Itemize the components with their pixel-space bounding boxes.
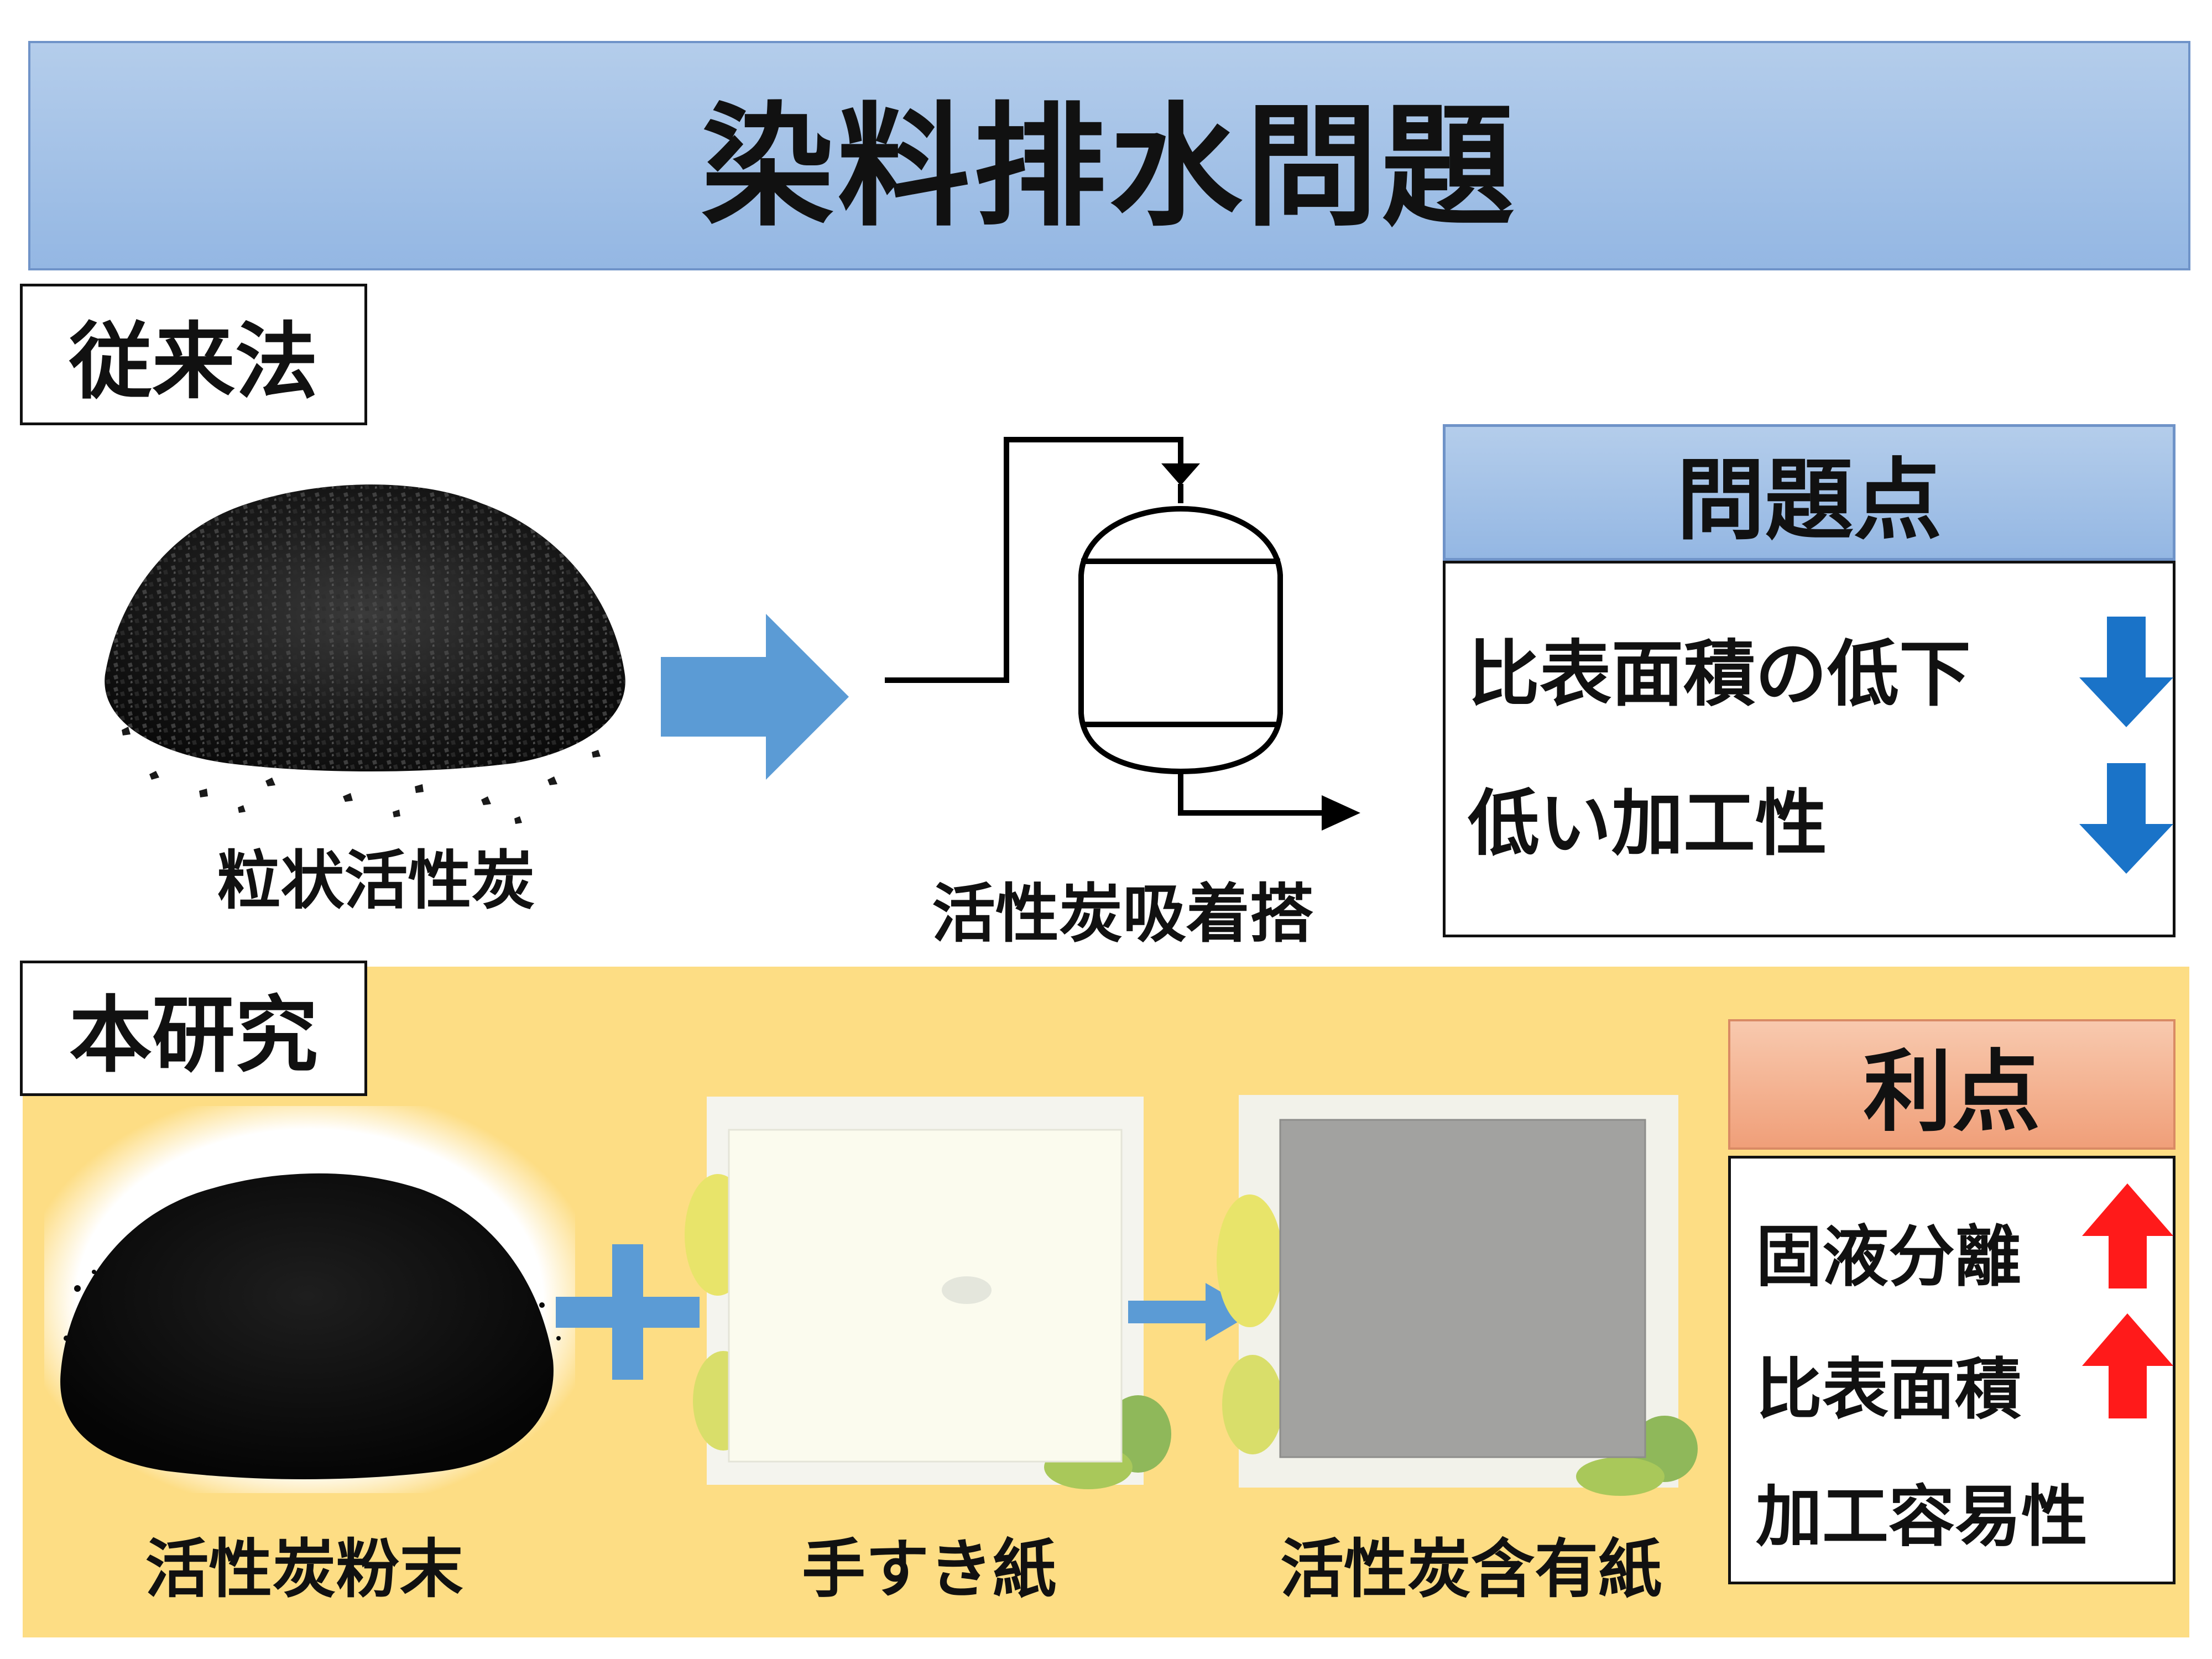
problems-panel: 比表面積の低下 低い加工性 (1443, 561, 2176, 937)
advantage-item-processability: 加工容易性 (1756, 1479, 2088, 1556)
conventional-label: 従来法 (20, 284, 367, 425)
study-label: 本研究 (20, 961, 367, 1096)
down-arrow-icon (2079, 617, 2173, 727)
down-arrow-icon (2079, 763, 2173, 874)
adsorption-tower-caption: 活性炭吸着搭 (931, 877, 1313, 951)
carbon-powder-caption: 活性炭粉末 (145, 1532, 463, 1606)
up-arrow-icon (2082, 1183, 2173, 1288)
carbon-paper-image (1217, 1095, 1698, 1496)
carbon-powder-image (44, 1106, 575, 1493)
flow-arrow-icon (661, 614, 849, 780)
plus-icon (556, 1244, 700, 1380)
granular-carbon-image (105, 484, 625, 824)
handmade-paper-image (685, 1097, 1171, 1489)
granular-carbon-caption: 粒状活性炭 (217, 844, 535, 918)
handmade-paper-caption: 手すき紙 (801, 1532, 1056, 1606)
title-banner: 染料排水問題 (28, 41, 2190, 270)
up-arrow-icon (2082, 1313, 2173, 1418)
advantages-heading: 利点 (1728, 1019, 2176, 1150)
problem-item-specific-surface: 比表面積の低下 (1468, 632, 1971, 716)
advantage-item-specific-surface: 比表面積 (1756, 1352, 2021, 1428)
problem-item-workability: 低い加工性 (1468, 781, 1828, 865)
problems-heading: 問題点 (1443, 424, 2176, 561)
carbon-paper-caption: 活性炭含有紙 (1280, 1532, 1662, 1606)
page-title: 染料排水問題 (701, 90, 1517, 244)
advantage-item-separation: 固液分離 (1756, 1219, 2021, 1296)
adsorption-tower-diagram (885, 437, 1360, 831)
